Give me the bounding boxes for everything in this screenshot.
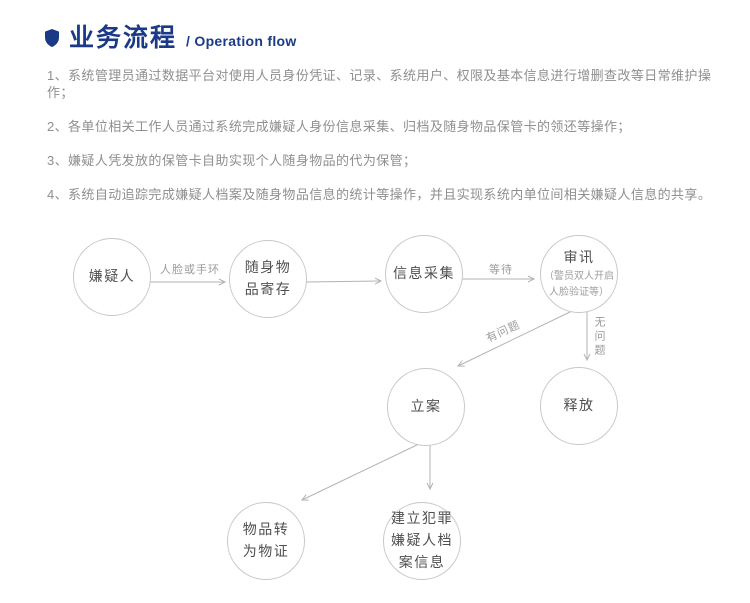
node-label-line1: 物品转 <box>242 521 290 538</box>
description-list: 1、系统管理员通过数据平台对使用人员身份凭证、记录、系统用户、权限及基本信息进行… <box>47 67 723 220</box>
flow-node-release: 释放 <box>540 367 618 445</box>
node-label: 释放 <box>563 397 595 414</box>
arrow-interrogate-to-case <box>456 310 573 367</box>
description-item-2: 2、各单位相关工作人员通过系统完成嫌疑人身份信息采集、归档及随身物品保管卡的领还… <box>47 119 631 134</box>
flow-node-file-case: 立案 <box>387 368 465 446</box>
arrow-deposit-to-collect <box>305 277 383 285</box>
edge-label-face-or-band: 人脸或手环 <box>160 264 220 276</box>
node-label: 立案 <box>410 398 442 415</box>
flow-node-criminal-archive: 建立犯罪 嫌疑人档 案信息 <box>383 502 461 580</box>
node-subtext-line1: （警员双人开启 <box>544 270 614 282</box>
flow-node-items-to-evidence: 物品转 为物证 <box>227 502 305 580</box>
edge-label-wait: 等待 <box>489 264 513 276</box>
flow-node-belongings-deposit: 随身物 品寄存 <box>229 240 307 318</box>
node-label-line2: 为物证 <box>242 543 290 559</box>
description-item-3: 3、嫌疑人凭发放的保管卡自助实现个人随身物品的代为保管； <box>47 153 417 168</box>
node-label-line1: 建立犯罪 <box>391 510 453 527</box>
node-label-line3: 案信息 <box>398 553 446 570</box>
description-item-1: 1、系统管理员通过数据平台对使用人员身份凭证、记录、系统用户、权限及基本信息进行… <box>47 68 712 100</box>
page-subtitle: / Operation flow <box>186 33 297 49</box>
flow-node-suspect: 嫌疑人 <box>73 238 151 316</box>
edge-label-no-problem: 无问题 <box>593 316 605 358</box>
page-title: 业务流程 <box>69 24 178 52</box>
arrow-case-to-evidence <box>300 442 422 501</box>
flow-node-info-collect: 信息采集 <box>385 235 463 313</box>
description-item-4: 4、系统自动追踪完成嫌疑人档案及随身物品信息的统计等操作，并且实现系统内单位间相… <box>47 187 712 202</box>
section-header: 业务流程 / Operation flow <box>45 26 297 51</box>
node-label: 嫌疑人 <box>88 268 136 285</box>
flow-node-interrogation: 审讯 （警员双人开启 人脸验证等） <box>540 235 618 313</box>
shield-icon <box>45 29 59 47</box>
node-subtext-line2: 人脸验证等） <box>549 286 609 298</box>
node-title: 审讯 <box>563 249 595 266</box>
node-label: 信息采集 <box>393 265 455 282</box>
node-label-line2: 嫌疑人档 <box>391 532 453 549</box>
node-label-line1: 随身物 <box>244 259 292 276</box>
node-label-line2: 品寄存 <box>244 281 292 297</box>
